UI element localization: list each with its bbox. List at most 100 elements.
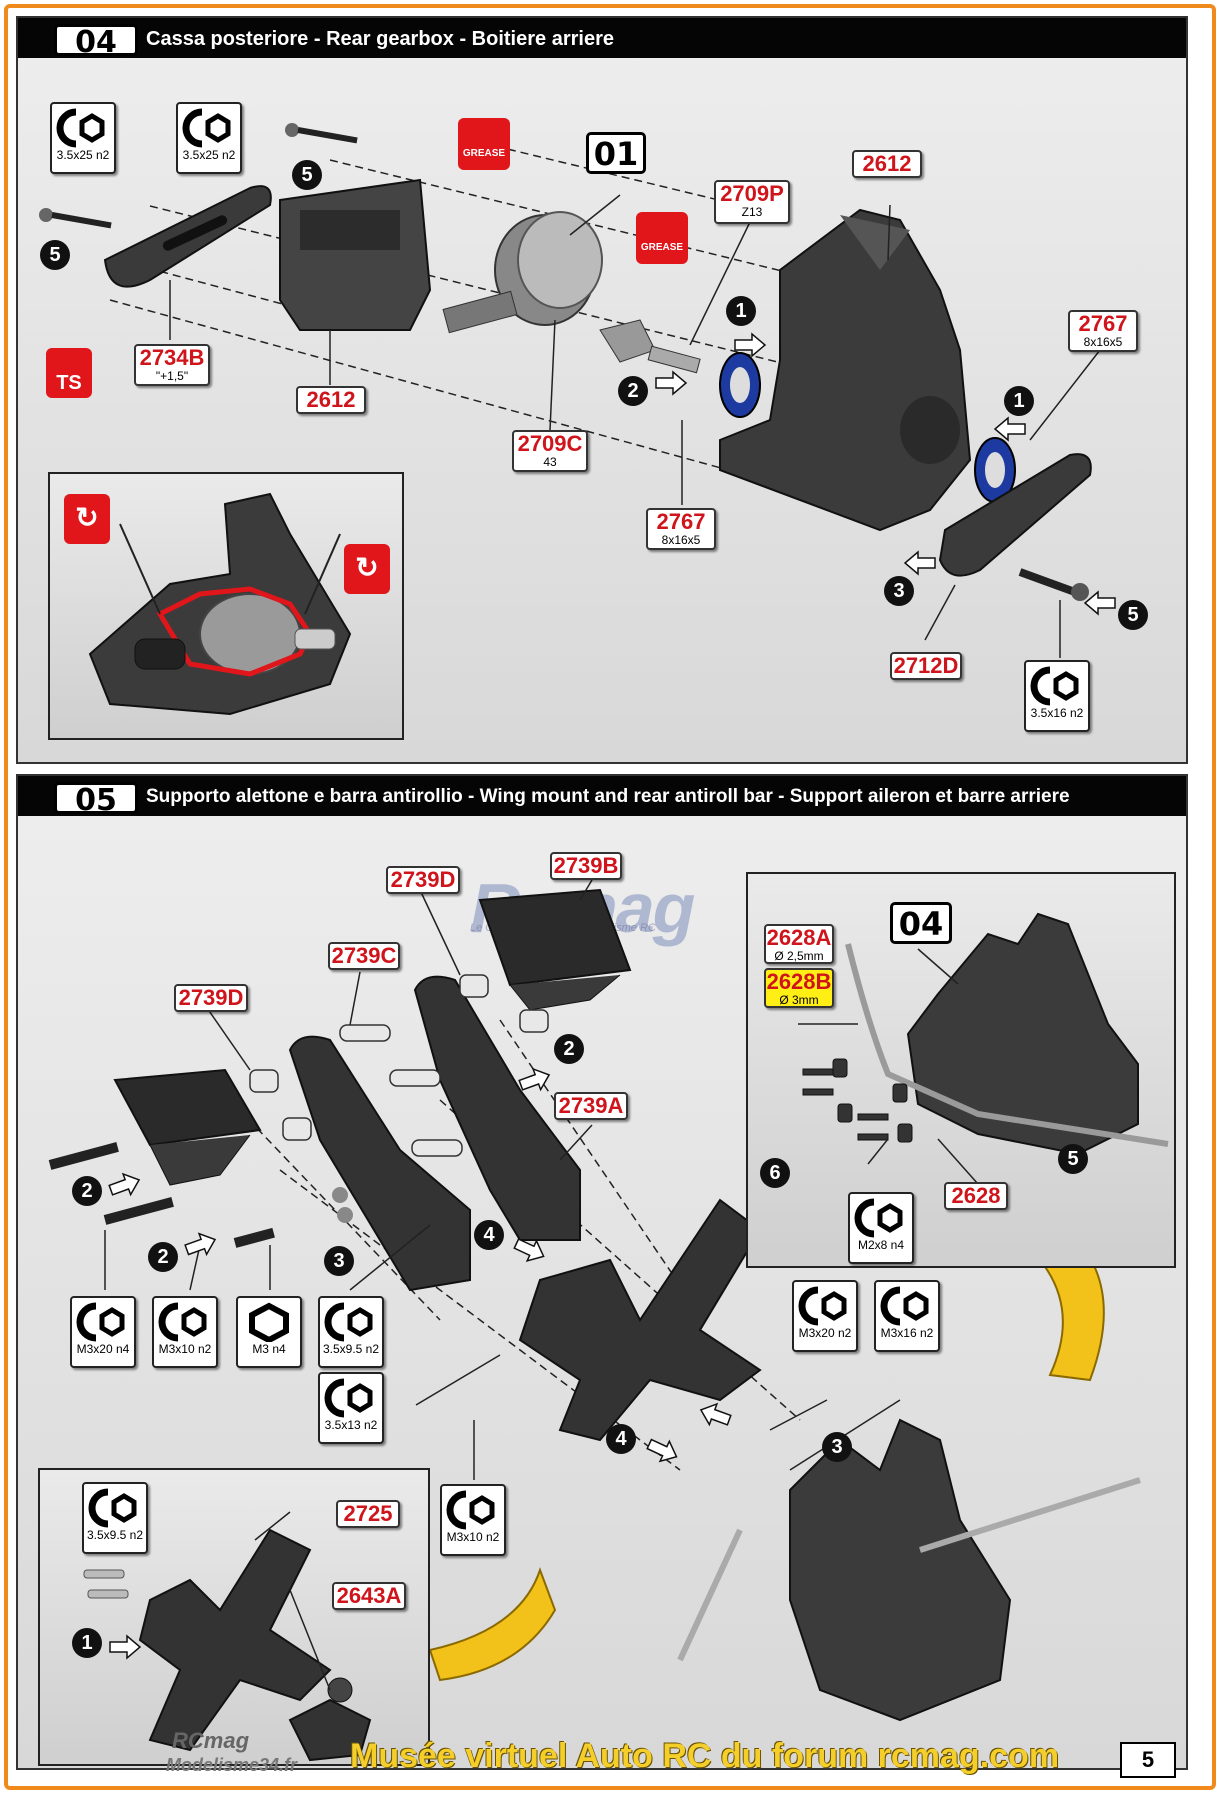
part-code: 2739C bbox=[331, 943, 397, 968]
hardware-screw-box: 3.5x9.5 n2 bbox=[82, 1482, 148, 1554]
step-marker: 2 bbox=[148, 1242, 178, 1272]
wing-plate-image bbox=[83, 1511, 372, 1762]
flow-arrow-yellow bbox=[428, 1567, 557, 1682]
step-marker: 5 bbox=[1058, 1144, 1088, 1174]
wrench-ts-icon: TS bbox=[46, 348, 92, 398]
part-code: 2712D bbox=[893, 653, 959, 678]
hardware-label: 3.5x25 n2 bbox=[182, 148, 236, 162]
part-sub: 8x16x5 bbox=[661, 533, 701, 547]
step-marker: 2 bbox=[618, 376, 648, 406]
hardware-label: 3.5x16 n2 bbox=[1030, 706, 1084, 720]
bearing-2767-a bbox=[719, 352, 761, 418]
part-sub: "+1,5" bbox=[155, 369, 189, 383]
step-marker: 2 bbox=[554, 1034, 584, 1064]
step-marker: 1 bbox=[72, 1628, 102, 1658]
screw-head-icon bbox=[854, 1198, 903, 1238]
page-frame bbox=[4, 4, 1216, 1790]
part-code: 2612 bbox=[306, 387, 356, 412]
step-marker: 4 bbox=[474, 1220, 504, 1250]
section-05-number: 05 bbox=[54, 782, 138, 817]
hardware-screw-box: M3x16 n2 bbox=[874, 1280, 940, 1352]
screw-head-icon bbox=[446, 1490, 495, 1530]
step-marker: 3 bbox=[324, 1246, 354, 1276]
hardware-screw-box: 3.5x13 n2 bbox=[318, 1372, 384, 1444]
part-label-2739d: 2739D bbox=[174, 984, 248, 1012]
part-label-2739b: 2739B bbox=[550, 852, 622, 880]
callout-04: 04 bbox=[890, 902, 952, 944]
part-label-2739c: 2739C bbox=[328, 942, 400, 970]
part-code: 2739D bbox=[178, 985, 244, 1010]
part-code: 2734B bbox=[139, 345, 205, 370]
part-label-2739a: 2739A bbox=[554, 1092, 628, 1120]
part-code: 2628B bbox=[766, 969, 832, 994]
hardware-label: M3x10 n2 bbox=[446, 1530, 500, 1544]
part-code: 2725 bbox=[343, 1501, 393, 1526]
part-code: 2767 bbox=[656, 509, 706, 534]
hardware-label: 3.5x9.5 n2 bbox=[322, 1342, 380, 1356]
hardware-label: M3x10 n2 bbox=[158, 1342, 212, 1356]
step-marker: 3 bbox=[884, 576, 914, 606]
hardware-screw-box: M3x20 n4 bbox=[70, 1296, 136, 1368]
gearbox-inset: ↻ ↻ bbox=[48, 472, 404, 740]
part-code: 2643A bbox=[336, 1583, 402, 1608]
hardware-screw-box: M3x10 n2 bbox=[440, 1484, 506, 1556]
plate-2712d bbox=[938, 453, 1092, 577]
flow-arrow-yellow bbox=[1038, 1248, 1105, 1382]
part-code: 2739A bbox=[558, 1093, 624, 1118]
part-label-2739d: 2739D bbox=[386, 866, 460, 894]
hardware-label: M2x8 n4 bbox=[857, 1238, 905, 1252]
grease-icon: GREASE bbox=[636, 212, 688, 264]
step-marker: 5 bbox=[40, 240, 70, 270]
hardware-label: M3x16 n2 bbox=[880, 1326, 934, 1340]
hardware-screw-box: M3x10 n2 bbox=[152, 1296, 218, 1368]
screw-head-icon bbox=[88, 1488, 137, 1528]
step-marker: 5 bbox=[1118, 600, 1148, 630]
hardware-screw-box: 3.5x16 n2 bbox=[1024, 660, 1090, 732]
wing-pad-2739d bbox=[113, 1068, 262, 1186]
step-marker: 6 bbox=[760, 1158, 790, 1188]
hardware-screw-box: M2x8 n4 bbox=[848, 1192, 914, 1264]
part-code: 2739D bbox=[390, 867, 456, 892]
gearbox-assembly bbox=[789, 1418, 1012, 1722]
part-label-2643a: 2643A bbox=[332, 1582, 406, 1610]
assembled-gearbox-image bbox=[88, 492, 352, 716]
screw-head-icon bbox=[182, 108, 231, 148]
bolts bbox=[48, 1142, 353, 1248]
screw-head-icon bbox=[158, 1302, 207, 1342]
part-code: 2709C bbox=[517, 431, 583, 456]
nut-icon bbox=[249, 1302, 289, 1342]
hardware-nut-box: M3 n4 bbox=[236, 1296, 302, 1368]
screw-head-icon bbox=[880, 1286, 929, 1326]
section-04-number: 04 bbox=[54, 24, 138, 59]
hardware-label: M3 n4 bbox=[252, 1342, 286, 1356]
hardware-label: M3x20 n2 bbox=[798, 1326, 852, 1340]
callout-01: 01 bbox=[586, 132, 646, 174]
rotate-icon: ↻ bbox=[64, 494, 110, 544]
hardware-label: 3.5x9.5 n2 bbox=[86, 1528, 144, 1542]
grease-label: GREASE bbox=[462, 148, 506, 159]
screw-head-icon bbox=[76, 1302, 125, 1342]
screw-head-icon bbox=[56, 108, 105, 148]
antiroll-bar-image bbox=[798, 912, 1169, 1185]
hardware-label: 3.5x25 n2 bbox=[56, 148, 110, 162]
part-sub: Ø 2,5mm bbox=[774, 949, 824, 963]
part-label-2725: 2725 bbox=[336, 1500, 400, 1528]
section-05-header: 05 Supporto alettone e barra antirollio … bbox=[18, 776, 1186, 817]
modelisme34-watermark: Modelisme34.fr bbox=[166, 1755, 298, 1775]
part-code: 2628 bbox=[951, 1183, 1001, 1208]
screw-bottom bbox=[1018, 568, 1089, 601]
step-marker: 2 bbox=[72, 1176, 102, 1206]
spacers-2739c-2739d bbox=[249, 974, 549, 1157]
grease-icon: GREASE bbox=[458, 118, 510, 170]
part-code: 2612 bbox=[862, 151, 912, 176]
step-marker: 5 bbox=[292, 160, 322, 190]
